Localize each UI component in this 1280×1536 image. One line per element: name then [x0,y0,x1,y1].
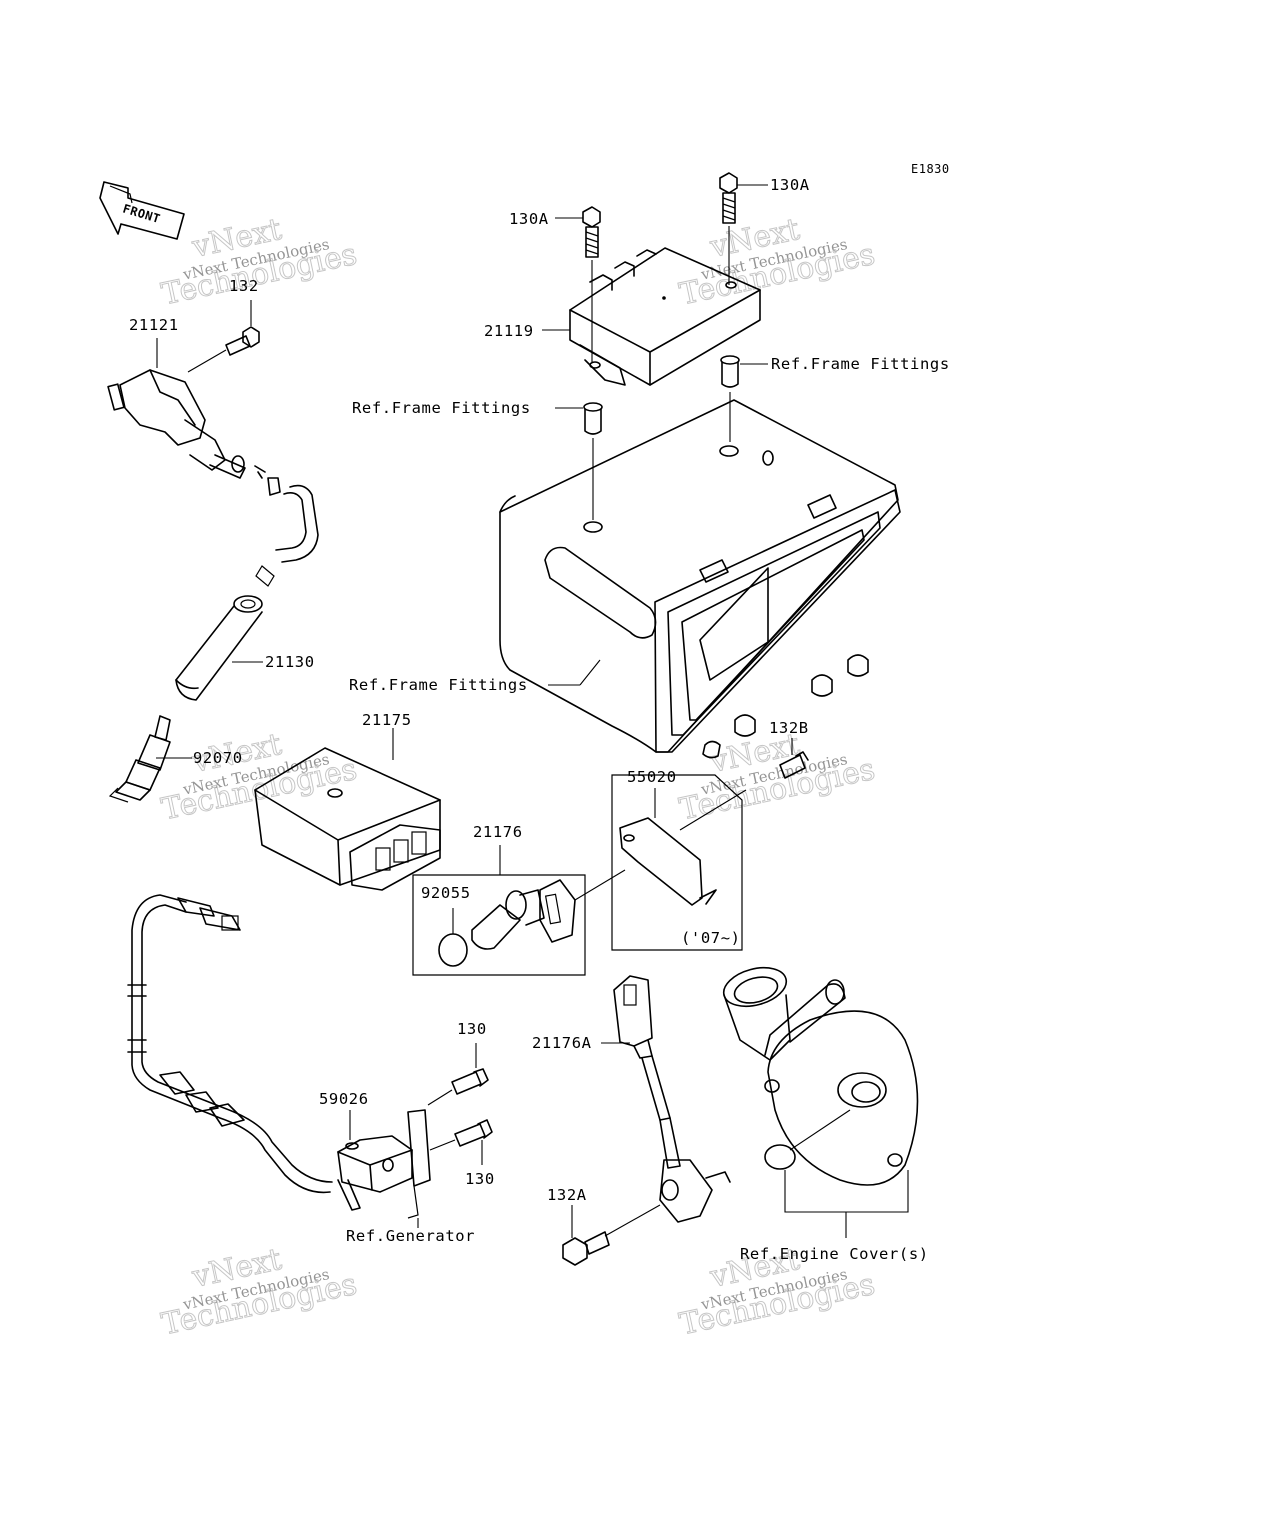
part-label-130a-right: 130A [770,176,810,194]
part-label-21130: 21130 [265,653,315,671]
part-label-21121: 21121 [129,316,179,334]
part-label-92055: 92055 [421,884,471,902]
regulator-rectifier-21119 [542,226,761,386]
part-label-21175: 21175 [362,711,412,729]
pickup-coil-59026 [337,1109,431,1219]
part-label-130-top: 130 [457,1020,487,1038]
part-label-55020: 55020 [627,768,677,786]
part-label-59026: 59026 [319,1090,369,1108]
front-arrow-icon: FRONT [99,181,185,240]
cdi-ecu-unit-21175 [254,728,441,891]
figure-code: E1830 [911,162,950,176]
grommet-right-icon [720,355,768,442]
part-label-21119: 21119 [484,322,534,340]
part-label-130-bottom: 130 [465,1170,495,1188]
part-label-130a-left: 130A [509,210,549,228]
part-label-21176a: 21176A [532,1034,592,1052]
bolt-132b-icon [779,738,809,779]
battery-case-frame-fitting [499,399,901,759]
watermark-group: vNext vNext Technologies Technologies vN… [158,212,878,1343]
part-label-92070: 92070 [193,749,243,767]
spark-plug-cap-21130 [175,595,263,701]
speed-sensor-21176a [601,975,731,1223]
label-year-note: ('07~) [681,929,741,947]
spark-plug-92070 [108,715,192,803]
bolt-130a-left-icon [555,206,601,258]
pickup-coil-harness [127,894,333,1194]
bolt-130-bottom-icon [429,1119,493,1165]
part-label-132a: 132A [547,1186,587,1204]
bolt-130-top-icon [427,1043,489,1106]
part-label-132b: 132B [769,719,809,737]
label-ref-generator: Ref.Generator [346,1227,475,1245]
label-ref-frame-fittings-case: Ref.Frame Fittings [349,676,528,694]
bracket-55020-group [611,774,747,951]
label-ref-frame-fittings-right: Ref.Frame Fittings [771,355,950,373]
ignition-coil-21121 [107,338,319,587]
grommet-left-icon [555,402,603,520]
label-ref-engine-cover: Ref.Engine Cover(s) [740,1245,929,1263]
bolt-132a-icon [562,1204,661,1266]
part-label-21176: 21176 [473,823,523,841]
sensor-21176-group [412,845,626,976]
label-ref-frame-fittings-left: Ref.Frame Fittings [352,399,531,417]
bolt-132-icon [187,300,260,373]
bolt-130a-right-icon [719,172,768,224]
engine-cover-ref [722,966,919,1238]
part-label-132: 132 [229,277,259,295]
